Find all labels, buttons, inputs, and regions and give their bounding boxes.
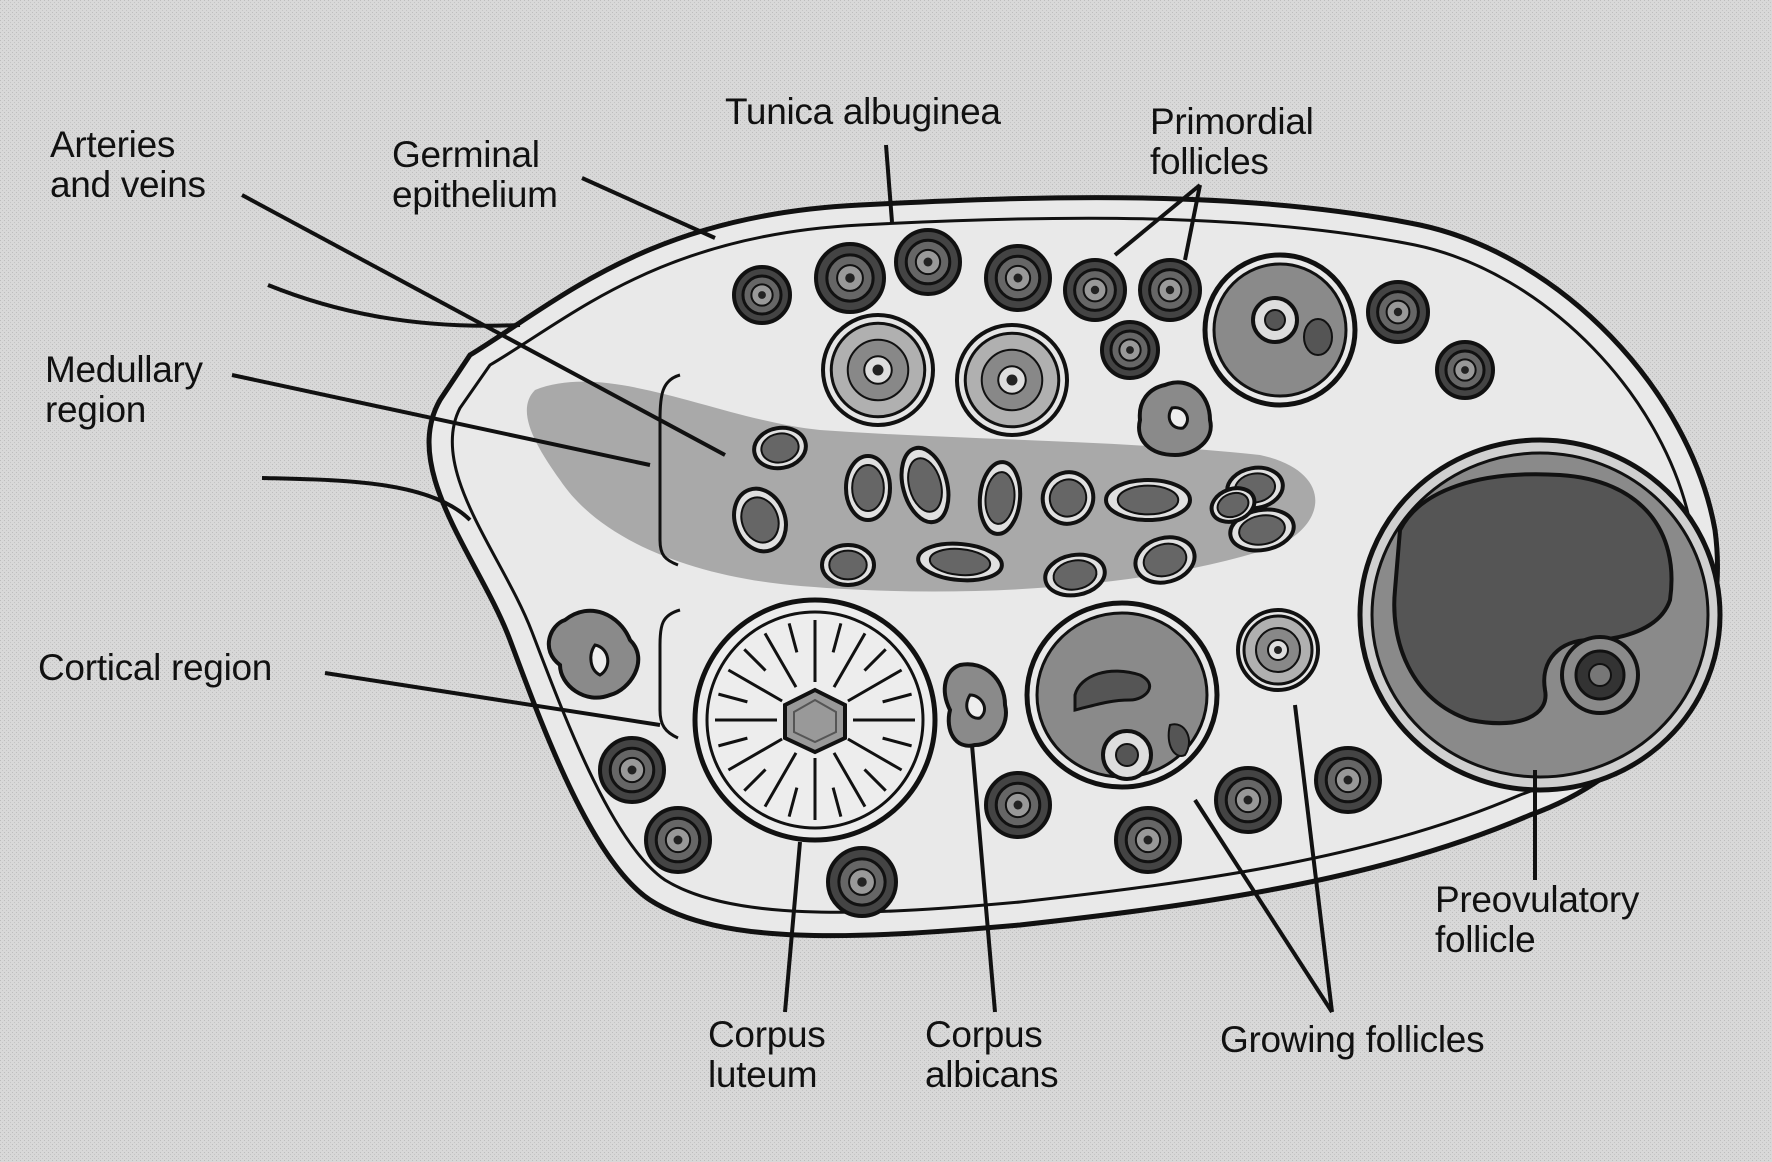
label-corpus-albicans: Corpus albicans <box>925 1014 1059 1095</box>
medullary-vessel <box>1209 486 1257 524</box>
pointer-arteries-veins <box>241 193 726 457</box>
primordial-follicle <box>1314 746 1382 814</box>
medullary-vessel <box>899 445 951 525</box>
pointer-primordial-1 <box>1113 183 1202 257</box>
label-cortical-region: Cortical region <box>38 647 273 688</box>
cortex-bracket <box>658 608 681 740</box>
luteum-ray <box>727 668 783 703</box>
primordial-follicle <box>984 771 1052 839</box>
primordial-follicle <box>984 244 1052 312</box>
luteum-ray <box>763 752 798 808</box>
luteum-ray <box>863 768 887 792</box>
luteum-ray <box>727 737 783 772</box>
medullary-vessel <box>916 541 1004 583</box>
label-primordial-follicles: Primordial follicles <box>1150 101 1314 182</box>
pointer-medullary-region <box>231 373 651 467</box>
luteum-ray <box>787 787 799 817</box>
primordial-follicle <box>814 242 886 314</box>
primordial-follicle <box>1114 806 1182 874</box>
primordial-follicle <box>826 846 898 918</box>
growing-follicle-small <box>1236 608 1320 692</box>
label-germinal-epithelium: Germinal epithelium <box>392 134 558 215</box>
luteum-ray <box>832 632 867 688</box>
label-arteries-veins: Arteries and veins <box>50 124 206 205</box>
luteum-ray <box>882 736 912 748</box>
medullary-vessel <box>820 543 876 587</box>
medullary-vessel <box>1104 478 1192 522</box>
growing-follicle-small <box>955 323 1069 437</box>
pointer-corpus-albicans <box>970 744 997 1013</box>
medullary-vessel <box>844 454 892 522</box>
corpus-albicans-upper <box>1137 380 1213 458</box>
pointer-growing-1 <box>1193 798 1334 1014</box>
luteum-ray <box>882 692 912 704</box>
luteum-ray <box>743 768 767 792</box>
corpus-albicans-left <box>546 608 641 700</box>
pointer-germinal-epithelium <box>581 176 716 240</box>
medullary-vessel <box>752 425 808 471</box>
pointer-lines <box>231 144 1537 1014</box>
pointer-cortical-region <box>324 671 661 727</box>
primordial-follicle <box>732 265 792 325</box>
primordial-follicle <box>644 806 712 874</box>
label-corpus-luteum: Corpus luteum <box>708 1014 826 1095</box>
corpus-albicans-center <box>942 662 1008 748</box>
primordial-follicle <box>598 736 666 804</box>
corpus-luteum <box>692 597 938 843</box>
label-preovulatory-follicle: Preovulatory follicle <box>1435 879 1640 960</box>
pointer-tunica-albuginea <box>884 144 894 223</box>
follicles <box>598 228 1495 918</box>
medullary-vessel <box>977 460 1023 536</box>
luteum-ray <box>718 692 748 704</box>
pointer-growing-2 <box>1293 704 1334 1013</box>
luteum-ray <box>831 623 843 653</box>
primordial-follicle <box>894 228 962 296</box>
growing-follicle-large <box>1024 600 1220 790</box>
growing-follicle-upper <box>1202 252 1358 408</box>
luteum-ray <box>863 648 887 672</box>
hilum-vessel-lower <box>261 476 472 522</box>
primordial-follicle <box>1100 320 1160 380</box>
medullary-vessel <box>1040 470 1096 526</box>
primordial-follicle <box>1214 766 1282 834</box>
label-tunica-albuginea: Tunica albuginea <box>725 91 1001 132</box>
luteum-ray <box>847 737 903 772</box>
luteum-ray <box>787 623 799 653</box>
growing-follicle-small <box>821 313 935 427</box>
medulla-bracket <box>658 373 681 567</box>
primordial-follicle <box>1435 340 1495 400</box>
pointer-primordial-2 <box>1183 184 1202 261</box>
luteum-ray <box>831 787 843 817</box>
primordial-follicle <box>1366 280 1430 344</box>
primordial-follicle <box>1063 258 1127 322</box>
luteum-ray <box>763 632 798 688</box>
luteum-ray <box>847 668 903 703</box>
label-medullary-region: Medullary region <box>45 349 203 430</box>
luteum-ray <box>718 736 748 748</box>
primordial-follicle <box>1138 258 1202 322</box>
preovulatory-follicle <box>1357 437 1723 793</box>
pointer-corpus-luteum <box>783 841 802 1013</box>
medullary-vessel <box>1043 552 1107 598</box>
luteum-ray <box>743 648 767 672</box>
hilum-vessel-upper <box>267 283 521 328</box>
label-growing-follicles: Growing follicles <box>1220 1019 1485 1060</box>
medullary-vessel <box>1133 535 1197 585</box>
luteum-ray <box>832 752 867 808</box>
medullary-vessel <box>732 486 788 554</box>
medullary-vessel <box>1228 507 1296 553</box>
